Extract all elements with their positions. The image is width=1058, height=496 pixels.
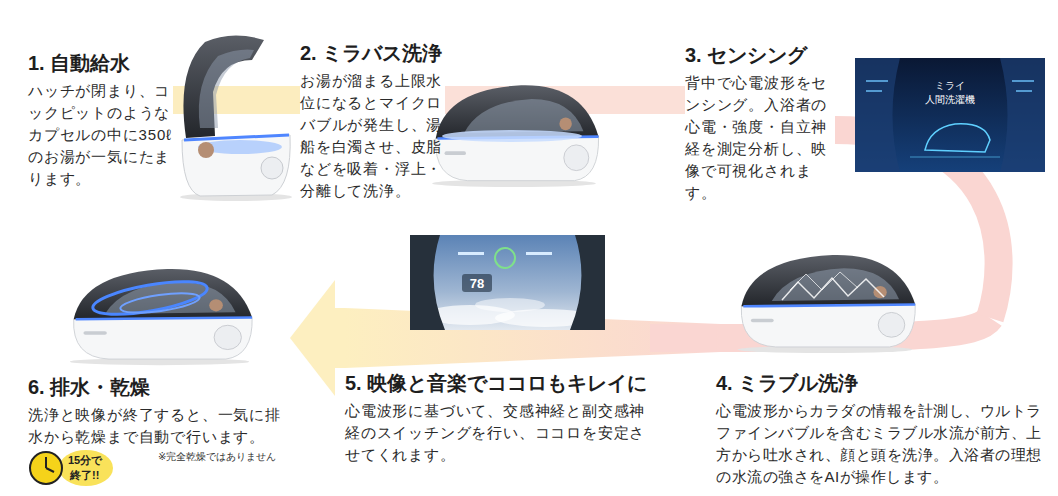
cloud [475,298,545,312]
hud-bar [458,252,484,255]
ui-line [866,90,882,92]
flow-ribbon-band [335,308,345,368]
step-heading: 3. センシング [685,42,835,68]
pod-hologram [925,124,990,152]
capsule [738,255,916,353]
flow-ribbon [650,338,716,339]
hud-bar [526,252,552,255]
screen-title: ミライ [915,79,985,93]
step-block: 3. センシング背中で心電波形をセンシング。入浴者の心電・強度・自立神経を測定分… [685,42,835,204]
capsule [432,85,598,187]
bather-head [198,142,214,158]
step-description: ハッチが閉まり、コックピットのようなカプセルの中に350ℓのお湯が一気にたまりま… [28,80,173,190]
step-heading: 6. 排水・乾燥 [28,374,290,400]
ui-line [866,80,888,82]
micro-bubble-glow [442,130,582,142]
step-description: 背中で心電波形をセンシング。入浴者の心電・強度・自立神経を測定分析し、映像で可視… [685,72,835,204]
screen-panel [855,58,900,172]
badge-text: 終了!! [70,468,99,483]
step-block: 6. 排水・乾燥洗浄と映像が終了すると、一気に排水から乾燥まで自動で行います。 [28,262,290,448]
footnote: ※完全乾燥ではありません [158,450,276,464]
step-description: お湯が溜まる上限水位になるとマイクロバブルが発生し、湯船を白濁させ、皮脂などを吸… [300,70,445,202]
screen-frame [570,235,605,330]
hatch-glass [199,50,254,128]
airflow-swirl [119,290,200,317]
airflow-swirl [91,275,210,321]
screen-frame [410,235,445,330]
water-jet [790,272,858,290]
water-jet [782,278,884,300]
step-block: 2. ミラバス洗浄お湯が溜まる上限水位になるとマイクロバブルが発生し、湯船を白濁… [300,40,445,202]
step-block: 4. ミラブル洗浄心電波形からカラダの情報を計測し、ウルトラファインバブルを含む… [716,318,1048,488]
video-screen [410,235,605,330]
pod-speaker [261,157,283,179]
clock-hand [46,468,54,472]
ui-line [1016,90,1032,92]
ui-line [1012,80,1034,82]
step-heading: 1. 自動給水 [28,50,173,76]
monitor-screen [855,58,1045,172]
sky-image [410,235,605,330]
open-capsule [180,35,292,201]
arrow-head [290,280,335,396]
step-description: 洗浄と映像が終了すると、一気に排水から乾燥まで自動で行います。 [28,404,290,448]
step-heading: 4. ミラブル洗浄 [716,370,1048,396]
step-block: 5. 映像と音楽でココロもキレイに心電波形に基づいて、交感神経と副交感神経のスイ… [345,318,650,466]
hologram-base [910,157,1000,158]
capsule [70,269,252,365]
screen-panel [1000,58,1045,172]
step-heading: 5. 映像と音楽でココロもキレイに [345,370,650,396]
clock-hand [45,457,47,468]
flow-ribbon [290,280,345,396]
ribbon-band [345,308,720,368]
open-hatch [183,35,264,138]
hud-dial [495,248,515,268]
sensing-monitor [855,58,1045,172]
step-description: 心電波形からカラダの情報を計測し、ウルトラファインバブルを含むミラブル水流が前方… [716,400,1048,488]
step-block: 1. 自動給水ハッチが閉まり、コックピットのようなカプセルの中に350ℓのお湯が… [28,50,173,190]
hud-readout [462,274,492,292]
step-description: 心電波形に基づいて、交感神経と副交感神経のスイッチングを行い、ココロを安定させて… [345,400,650,466]
hud-value: 78 [462,275,492,292]
clock-icon [30,452,62,484]
flow-ribbon-band [650,324,716,352]
step-heading: 2. ミラバス洗浄 [300,40,445,66]
badge-blob [59,450,113,486]
pod-base [182,135,290,196]
screen-title: 人間洗濯機 [915,93,985,107]
badge-text: 15分で [68,453,102,468]
